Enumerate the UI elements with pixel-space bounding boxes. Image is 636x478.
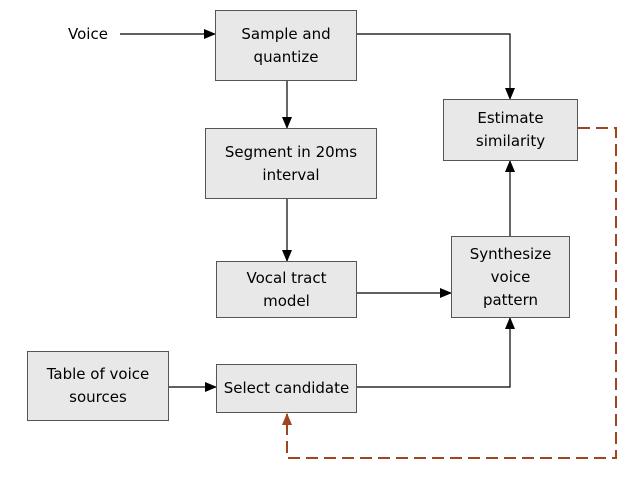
feedback-estimate-to-select bbox=[282, 127, 617, 459]
node-table-of-voice-sources: Table of voice sources bbox=[27, 351, 169, 421]
node-sample-line-2: quantize bbox=[253, 47, 319, 66]
arrow-sample-to-estimate bbox=[357, 33, 515, 100]
node-vocal-line-2: model bbox=[263, 291, 310, 310]
node-table-line-1: Table of voice bbox=[46, 365, 150, 383]
input-label-voice: Voice bbox=[68, 25, 108, 43]
arrow-select-to-synth bbox=[357, 317, 515, 388]
node-estimate-line-2: similarity bbox=[475, 132, 546, 150]
node-select-line-1: Select candidate bbox=[223, 379, 350, 397]
node-estimate-line-1: Estimate bbox=[477, 109, 544, 127]
node-segment-interval: Segment in 20ms interval bbox=[205, 128, 377, 199]
node-synth-line-2: voice bbox=[490, 267, 531, 286]
node-select-candidate: Select candidate bbox=[216, 364, 357, 413]
node-vocal-line-1: Vocal tract bbox=[246, 268, 327, 287]
node-vocal-tract-model: Vocal tract model bbox=[216, 261, 357, 318]
node-segment-line-1: Segment in 20ms bbox=[224, 142, 358, 161]
node-synth-line-1: Synthesize bbox=[469, 244, 552, 263]
node-estimate-similarity: Estimate similarity bbox=[443, 99, 578, 161]
node-segment-line-2: interval bbox=[262, 165, 320, 184]
node-synthesize-voice-pattern: Synthesize voice pattern bbox=[451, 236, 570, 318]
node-synth-line-3: pattern bbox=[482, 290, 539, 309]
node-table-line-2: sources bbox=[69, 388, 127, 406]
node-sample-and-quantize: Sample and quantize bbox=[215, 10, 357, 81]
node-sample-line-1: Sample and bbox=[241, 24, 331, 43]
